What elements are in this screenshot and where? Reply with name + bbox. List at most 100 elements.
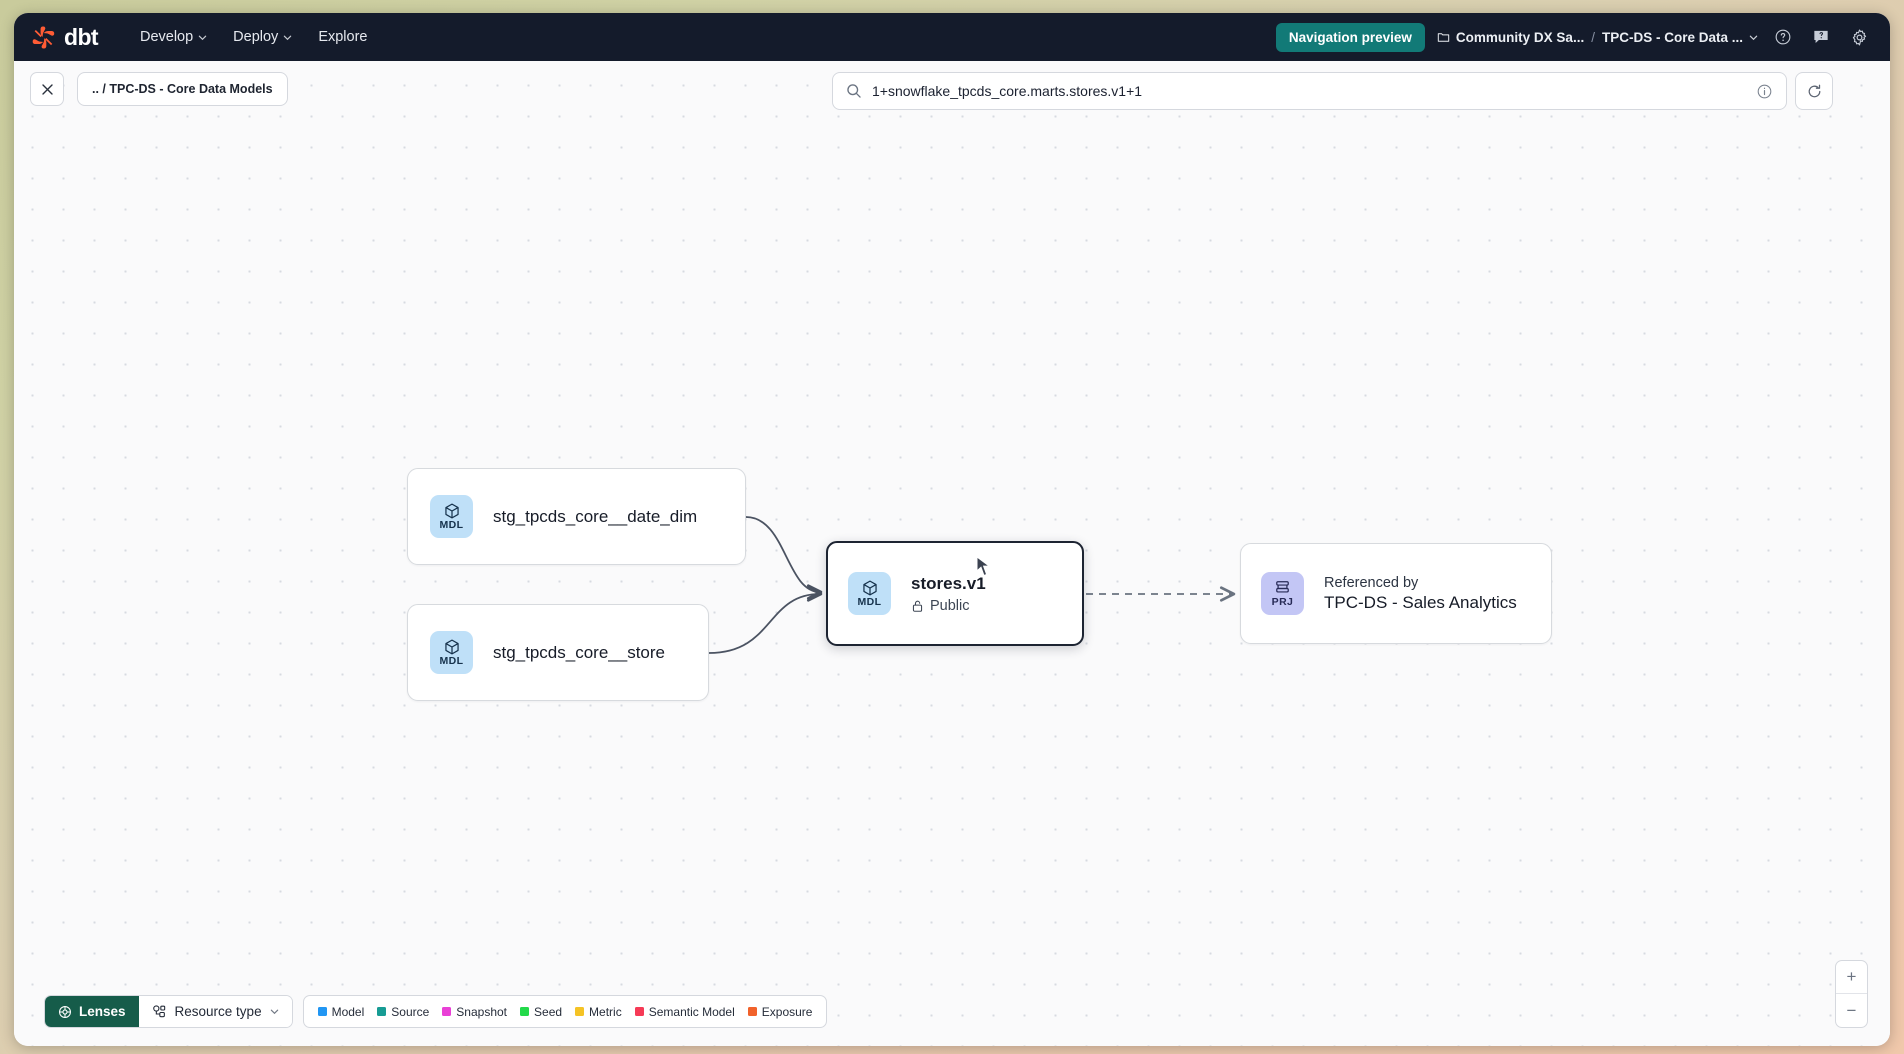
zoom-out-button[interactable]: − [1846, 1000, 1857, 1020]
chevron-down-icon [270, 1009, 278, 1015]
legend-swatch [442, 1007, 452, 1016]
feedback-icon[interactable] [1808, 24, 1834, 50]
node-badge-label: MDL [439, 519, 464, 531]
legend-label: Semantic Model [648, 1004, 735, 1019]
breadcrumb-project[interactable]: TPC-DS - Core Data ... [1602, 30, 1758, 45]
legend-item-seed: Seed [520, 1005, 562, 1019]
lineage-node-tpcds-sales-analytics[interactable]: PRJ Referenced by TPC-DS - Sales Analyti… [1240, 543, 1552, 644]
nav-link-explore[interactable]: Explore [306, 22, 379, 52]
legend-swatch [634, 1007, 644, 1016]
nav-link-deploy[interactable]: Deploy [221, 22, 304, 52]
legend-label: Seed [534, 1004, 563, 1019]
breadcrumb-account[interactable]: Community DX Sa... [1437, 30, 1584, 45]
feedback-glyph [1814, 30, 1828, 43]
nav-right-group: Navigation preview Community DX Sa... / … [1275, 22, 1872, 52]
legend-label: Source [391, 1004, 430, 1019]
breadcrumb-path-pill[interactable]: .. / TPC-DS - Core Data Models [77, 72, 288, 106]
app-window: dbt Develop Deploy Explore Navigation pr… [14, 13, 1890, 1046]
primary-nav: Develop Deploy Explore [128, 22, 380, 52]
nav-link-develop[interactable]: Develop [128, 22, 219, 52]
lineage-canvas[interactable]: MDL stg_tpcds_core__date_dim MDL stg_tpc… [14, 61, 1890, 1046]
node-badge-model: MDL [848, 572, 891, 615]
breadcrumb-project-label: TPC-DS - Core Data ... [1601, 29, 1743, 45]
node-title: stores.v1 [911, 573, 986, 593]
resource-type-legend: Model Source Snapshot Seed Metric [302, 995, 828, 1028]
legend-swatch [317, 1007, 327, 1016]
gear-icon[interactable] [1846, 24, 1872, 50]
node-text-block: stg_tpcds_core__date_dim [493, 507, 717, 527]
lenses-button[interactable]: Lenses [45, 996, 139, 1027]
cube-icon [862, 580, 877, 596]
legend-swatch [377, 1007, 387, 1016]
node-access-label: Public [930, 597, 970, 614]
search-area [832, 72, 1833, 110]
chevron-down-icon [284, 35, 292, 40]
legend-item-model: Model [317, 1004, 365, 1019]
refresh-icon [1808, 84, 1820, 97]
project-icon [1276, 581, 1289, 593]
cube-icon [444, 503, 459, 519]
zoom-controls: + − [1835, 960, 1868, 1028]
node-access-row: Public [911, 598, 986, 614]
legend-item-source: Source [377, 1005, 429, 1019]
help-circle-glyph [1775, 29, 1791, 45]
resource-type-icon [152, 1005, 165, 1018]
node-text-block: stg_tpcds_core__store [493, 643, 685, 663]
lineage-search-input[interactable] [872, 83, 1746, 99]
lock-open-icon [912, 600, 923, 612]
chevron-down-icon [198, 35, 207, 40]
node-badge-project: PRJ [1261, 572, 1304, 615]
node-pretitle: Referenced by [1324, 574, 1419, 591]
top-navigation-bar: dbt Develop Deploy Explore Navigation pr… [14, 13, 1890, 61]
node-badge-model: MDL [430, 495, 473, 538]
legend-label: Snapshot [456, 1004, 508, 1019]
legend-item-snapshot: Snapshot [442, 1005, 507, 1019]
lineage-node-stg-tpcds-core-store[interactable]: MDL stg_tpcds_core__store [407, 604, 709, 701]
node-title: stg_tpcds_core__date_dim [493, 506, 698, 526]
chevron-down-icon [1749, 35, 1758, 40]
nav-link-deploy-label: Deploy [233, 29, 279, 45]
refresh-button[interactable] [1795, 72, 1833, 110]
node-title: stg_tpcds_core__store [493, 642, 665, 662]
dbt-logo-text: dbt [64, 23, 99, 50]
lenses-button-label: Lenses [79, 1004, 126, 1019]
node-badge-label: MDL [857, 596, 882, 608]
legend-swatch [520, 1007, 530, 1016]
help-circle-icon[interactable] [1770, 24, 1796, 50]
legend-swatch [575, 1007, 585, 1016]
legend-item-semantic-model: Semantic Model [634, 1004, 735, 1019]
navigation-preview-button[interactable]: Navigation preview [1275, 22, 1425, 52]
breadcrumb: Community DX Sa... / TPC-DS - Core Data … [1437, 30, 1758, 45]
search-icon [847, 84, 861, 98]
legend-label: Exposure [761, 1004, 813, 1019]
close-button[interactable] [30, 72, 64, 106]
legend-label: Model [331, 1004, 365, 1019]
breadcrumb-account-label: Community DX Sa... [1455, 29, 1585, 45]
breadcrumb-separator: / [1591, 29, 1595, 45]
resource-type-label: Resource type [174, 1004, 262, 1019]
node-badge-label: MDL [439, 655, 464, 667]
nav-link-explore-label: Explore [318, 29, 368, 45]
bottom-toolbar: Lenses Resource type Model [44, 995, 828, 1028]
lineage-toolbar: .. / TPC-DS - Core Data Models [14, 61, 1890, 123]
info-icon[interactable] [1756, 83, 1773, 100]
gear-glyph [1852, 29, 1866, 45]
folder-icon [1437, 32, 1450, 42]
node-title: TPC-DS - Sales Analytics [1324, 592, 1517, 612]
node-text-block: Referenced by TPC-DS - Sales Analytics [1324, 575, 1537, 613]
lineage-node-stg-tpcds-core-date-dim[interactable]: MDL stg_tpcds_core__date_dim [407, 468, 746, 565]
close-icon [41, 83, 53, 95]
lens-control-group: Lenses Resource type [44, 995, 293, 1028]
resource-type-filter[interactable]: Resource type [138, 996, 292, 1027]
dbt-logo[interactable]: dbt [30, 23, 99, 51]
nav-link-develop-label: Develop [139, 29, 194, 45]
legend-label: Metric [589, 1004, 622, 1019]
cube-icon [444, 639, 459, 655]
node-text-block: stores.v1 Public [911, 574, 1006, 614]
lineage-search-box[interactable] [832, 72, 1787, 110]
node-badge-label: PRJ [1271, 596, 1294, 608]
zoom-in-button[interactable]: + [1836, 961, 1867, 994]
dbt-logo-icon [32, 25, 55, 49]
lens-icon [59, 1005, 71, 1018]
lineage-node-stores-v1[interactable]: MDL stores.v1 Public [826, 541, 1084, 646]
